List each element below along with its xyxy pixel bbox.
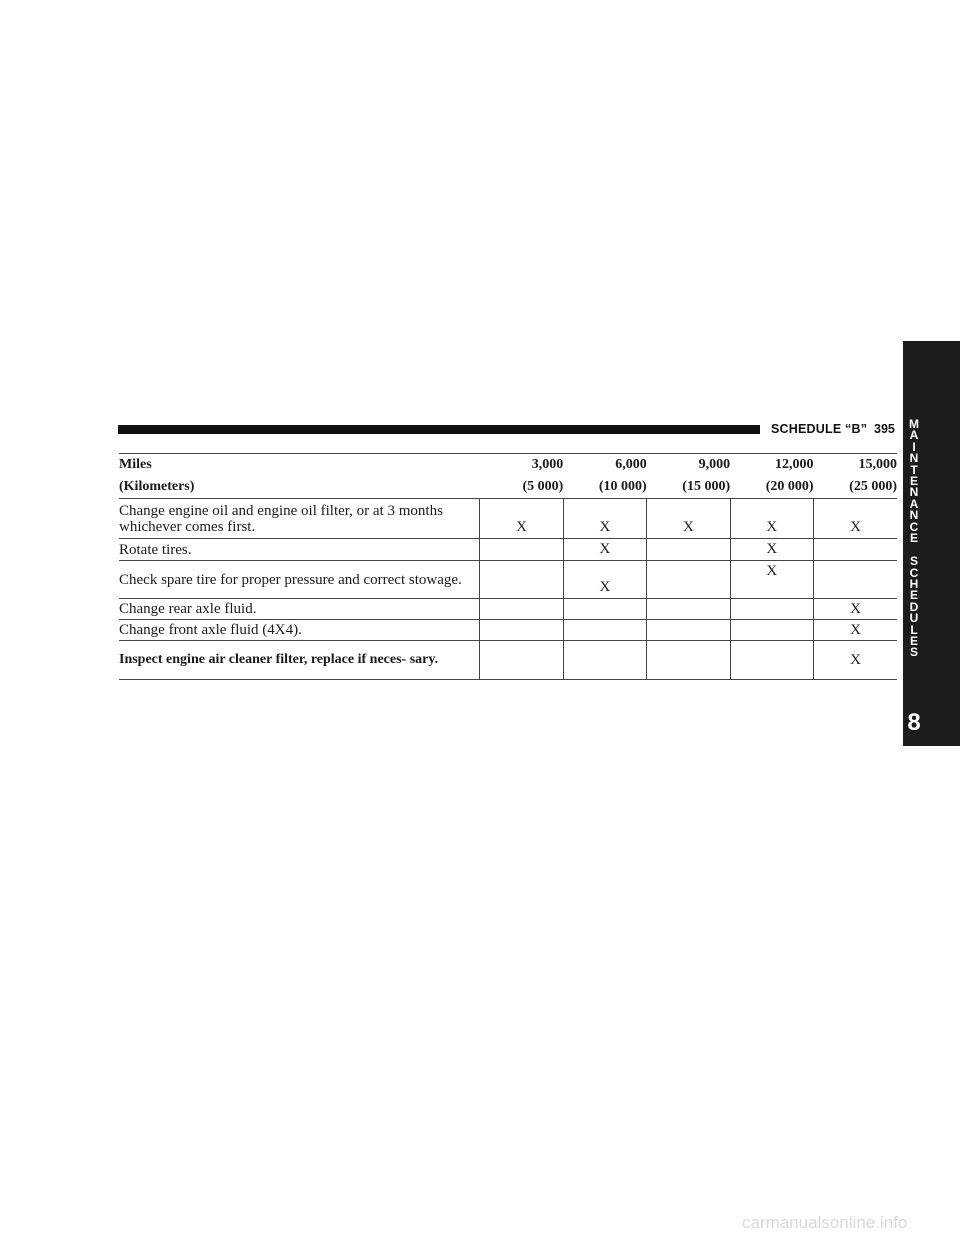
side-tab-letter: M — [909, 417, 919, 431]
service-item: Inspect engine air cleaner filter, repla… — [119, 640, 480, 680]
side-tab-letter: E — [909, 634, 918, 649]
side-tab-letter: I — [912, 439, 916, 454]
interval-km: (20 000) — [765, 479, 814, 494]
side-tab-letter: N — [909, 508, 919, 523]
interval-miles: 15,000 — [858, 457, 898, 472]
service-item: Change engine oil and engine oil filter,… — [119, 498, 480, 539]
service-mark — [729, 640, 814, 680]
service-mark — [479, 640, 564, 680]
table-row: Inspect engine air cleaner filter, repla… — [119, 640, 897, 680]
watermark-text: carmanualsonline.info — [742, 1213, 908, 1232]
table-row: Change front axle fluid (4X4). X — [119, 619, 897, 641]
service-mark: X — [562, 560, 647, 599]
side-tab-letter: E — [909, 530, 918, 545]
service-mark — [479, 598, 564, 620]
service-mark — [646, 560, 731, 599]
service-mark: X — [813, 640, 897, 680]
miles-label: Miles — [119, 457, 152, 472]
side-tab-letter: L — [910, 622, 918, 637]
page-number: 395 — [874, 422, 895, 436]
side-tab-letter: A — [909, 428, 919, 443]
side-tab-letter: E — [909, 588, 918, 603]
service-mark — [479, 538, 564, 561]
interval-km: (15 000) — [682, 479, 731, 494]
service-mark — [562, 619, 647, 641]
side-tab-letter: A — [909, 496, 919, 511]
side-tab-letter: C — [909, 519, 919, 534]
side-tab-letter: E — [909, 473, 918, 488]
header-label-cell: Miles (Kilometers) — [119, 453, 480, 499]
service-mark: X — [729, 498, 814, 539]
maintenance-schedule-table: Miles (Kilometers) 3,000 (5 000) 6,000 (… — [119, 453, 897, 680]
interval-header-cell: 15,000 (25 000) — [813, 453, 898, 499]
service-mark: X — [646, 498, 731, 539]
side-tab-letter: N — [909, 451, 919, 466]
table-row: Change engine oil and engine oil filter,… — [119, 498, 897, 539]
side-tab-letter: U — [909, 611, 919, 626]
interval-km: (25 000) — [849, 479, 897, 494]
service-item: Change rear axle fluid. — [119, 598, 480, 620]
service-mark: X — [562, 498, 647, 539]
table-header-row: Miles (Kilometers) 3,000 (5 000) 6,000 (… — [119, 453, 898, 499]
service-mark: X — [562, 538, 647, 561]
interval-header-cell: 6,000 (10 000) — [563, 453, 647, 499]
service-mark — [479, 560, 564, 599]
service-mark — [729, 619, 814, 641]
side-tab-letter: D — [909, 599, 919, 614]
service-mark — [646, 640, 731, 680]
header-rule — [118, 425, 760, 434]
service-mark — [813, 538, 897, 561]
side-tab-letter: N — [909, 485, 919, 500]
chapter-side-tab: M A I N T E N A N C E S C H E D U L E S … — [903, 341, 960, 746]
service-mark: X — [729, 560, 814, 599]
service-item: Check spare tire for proper pressure and… — [119, 560, 480, 599]
service-mark — [646, 538, 731, 561]
interval-miles: 9,000 — [698, 457, 731, 472]
service-mark — [562, 598, 647, 620]
service-mark — [646, 619, 731, 641]
table-row: Check spare tire for proper pressure and… — [119, 560, 897, 599]
side-tab-letter: S — [909, 554, 918, 569]
side-tab-letter: T — [910, 462, 918, 477]
interval-km: (5 000) — [522, 479, 564, 494]
side-tab-letter: H — [909, 577, 919, 592]
interval-km: (10 000) — [598, 479, 647, 494]
service-mark: X — [729, 538, 814, 561]
service-mark — [729, 598, 814, 620]
side-tab-letter: S — [909, 645, 918, 660]
interval-header-cell: 3,000 (5 000) — [479, 453, 564, 499]
service-mark — [562, 640, 647, 680]
service-mark: X — [813, 619, 897, 641]
side-tab-letter: C — [909, 565, 919, 580]
kilometers-label: (Kilometers) — [119, 479, 195, 494]
service-mark: X — [813, 498, 897, 539]
interval-miles: 3,000 — [531, 457, 564, 472]
service-mark: X — [479, 498, 564, 539]
service-mark — [813, 560, 897, 599]
chapter-number: 8 — [907, 709, 921, 736]
interval-miles: 12,000 — [775, 457, 814, 472]
table-row: Rotate tires. X X — [119, 538, 897, 561]
section-title: SCHEDULE “B” — [771, 422, 868, 436]
table-row: Change rear axle fluid. X — [119, 598, 897, 620]
service-item: Rotate tires. — [119, 538, 480, 561]
interval-header-cell: 9,000 (15 000) — [646, 453, 731, 499]
service-mark — [479, 619, 564, 641]
service-item: Change front axle fluid (4X4). — [119, 619, 480, 641]
service-mark — [646, 598, 731, 620]
side-tab-letters: M A I N T E N A N C E S C H E D U L E S — [903, 417, 925, 660]
service-mark: X — [813, 598, 897, 620]
interval-miles: 6,000 — [615, 457, 647, 472]
interval-header-cell: 12,000 (20 000) — [730, 453, 814, 499]
